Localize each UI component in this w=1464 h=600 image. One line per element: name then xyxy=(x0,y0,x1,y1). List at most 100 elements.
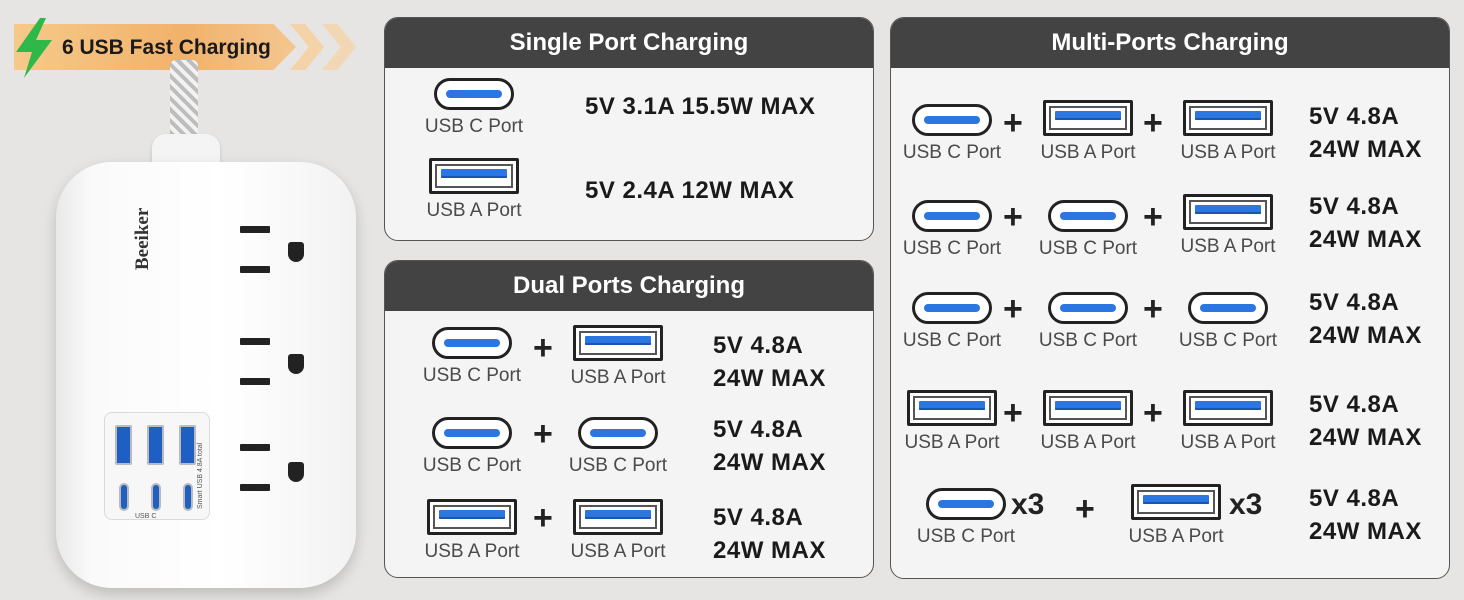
usb-a-port-icon xyxy=(147,425,164,465)
plus-icon: + xyxy=(1003,394,1023,432)
port-label: USB A Port xyxy=(1128,526,1224,547)
port-label: USB C Port xyxy=(1038,330,1138,351)
single-port-panel: Single Port Charging USB C Port 5V 3.1A … xyxy=(384,17,874,241)
spec-line: 24W MAX xyxy=(1309,322,1422,349)
usb-a-port-icon xyxy=(427,499,517,535)
spec-line: 24W MAX xyxy=(1309,424,1422,451)
port-label: USB A Port xyxy=(1040,432,1136,453)
ac-outlet xyxy=(236,220,346,290)
usb-c-port-icon xyxy=(432,417,512,449)
port-label: USB A Port xyxy=(1040,142,1136,163)
usb-a-port-icon xyxy=(907,390,997,426)
usb-a-port-icon xyxy=(179,425,196,465)
plus-icon: + xyxy=(1003,290,1023,328)
multi-ports-panel: Multi-Ports Charging USB C Port + USB A … xyxy=(890,17,1450,579)
spec-line: 24W MAX xyxy=(1309,518,1422,545)
spec-line: 5V 4.8A xyxy=(713,416,804,443)
spec-line: 5V 4.8A xyxy=(1309,289,1400,316)
port-item: USB A Port xyxy=(1033,390,1143,454)
usb-c-port-icon xyxy=(151,483,161,511)
usb-a-port-icon xyxy=(1183,390,1273,426)
plus-icon: + xyxy=(1075,490,1095,528)
port-item: USB A Port xyxy=(1173,100,1283,164)
plus-icon: + xyxy=(1143,198,1163,236)
usb-a-port-icon xyxy=(1183,100,1273,136)
port-item: USB C Port xyxy=(1033,200,1143,260)
plus-icon: + xyxy=(533,415,553,453)
usb-c-port-icon xyxy=(434,78,514,110)
port-item: USB A Port xyxy=(419,158,529,222)
port-item: USB C Port xyxy=(417,417,527,477)
port-label: USB C Port xyxy=(424,116,524,137)
banner-label: 6 USB Fast Charging xyxy=(62,36,271,59)
port-item: USB C Port xyxy=(417,327,527,387)
usb-a-port-icon xyxy=(1131,484,1221,520)
spec-line: 5V 4.8A xyxy=(713,332,804,359)
panel-title: Multi-Ports Charging xyxy=(891,18,1449,68)
usb-a-port-icon xyxy=(1043,100,1133,136)
port-label: USB C Port xyxy=(422,455,522,476)
port-label: USB C Port xyxy=(1178,330,1278,351)
spec-line: 5V 4.8A xyxy=(1309,391,1400,418)
plus-icon: + xyxy=(533,329,553,367)
usb-c-port-icon xyxy=(1048,292,1128,324)
usb-c-port-icon xyxy=(432,327,512,359)
port-label: USB C Port xyxy=(422,365,522,386)
port-item: USB A Port xyxy=(563,325,673,389)
port-item: USB A Port xyxy=(417,499,527,563)
port-label: USB A Port xyxy=(424,541,520,562)
usb-c-port-icon xyxy=(912,200,992,232)
dual-ports-panel: Dual Ports Charging USB C Port + USB A P… xyxy=(384,260,874,578)
port-label: USB C Port xyxy=(902,142,1002,163)
spec-text: 5V 4.8A 24W MAX xyxy=(1309,482,1422,548)
panel-title: Dual Ports Charging xyxy=(385,261,873,311)
ac-outlet xyxy=(236,440,346,510)
port-item: USB C Port xyxy=(563,417,673,477)
port-label: USB A Port xyxy=(904,432,1000,453)
port-label: USB C Port xyxy=(568,455,668,476)
spec-text: 5V 4.8A 24W MAX xyxy=(713,413,826,479)
spec-line: 24W MAX xyxy=(1309,226,1422,253)
usb-a-port-icon xyxy=(573,325,663,361)
spec-text: 5V 2.4A 12W MAX xyxy=(585,177,795,204)
usb-c-port-icon xyxy=(912,292,992,324)
spec-line: 24W MAX xyxy=(713,537,826,564)
usb-c-port-icon xyxy=(183,483,193,511)
port-item: USB A Port xyxy=(1121,484,1231,548)
port-item: USB A Port xyxy=(897,390,1007,454)
usb-a-port-icon xyxy=(429,158,519,194)
spec-line: 5V 4.8A xyxy=(1309,103,1400,130)
port-label: USB A Port xyxy=(426,200,522,221)
plus-icon: + xyxy=(1143,394,1163,432)
spec-text: 5V 4.8A 24W MAX xyxy=(1309,190,1422,256)
spec-line: 24W MAX xyxy=(713,449,826,476)
spec-line: 24W MAX xyxy=(1309,136,1422,163)
port-label: USB A Port xyxy=(1180,236,1276,257)
spec-text: 5V 4.8A 24W MAX xyxy=(1309,388,1422,454)
port-label: USB A Port xyxy=(1180,432,1276,453)
usb-port-panel: USB C Smart USB 4.8A total xyxy=(104,412,210,520)
port-label: USB C Port xyxy=(1038,238,1138,259)
port-item: USB C Port xyxy=(897,104,1007,164)
spec-text: 5V 4.8A 24W MAX xyxy=(713,329,826,395)
spec-line: 5V 4.8A xyxy=(1309,193,1400,220)
usb-side-text: Smart USB 4.8A total xyxy=(197,442,204,509)
port-item: USB C Port xyxy=(911,488,1021,548)
usb-c-port-icon xyxy=(912,104,992,136)
usb-a-port-icon xyxy=(115,425,132,465)
usb-a-port-icon xyxy=(1043,390,1133,426)
port-label: USB A Port xyxy=(570,541,666,562)
usb-c-port-icon xyxy=(1048,200,1128,232)
port-item: USB C Port xyxy=(1173,292,1283,352)
spec-text: 5V 3.1A 15.5W MAX xyxy=(585,93,816,120)
spec-line: 5V 4.8A xyxy=(1309,485,1400,512)
port-item: USB A Port xyxy=(1033,100,1143,164)
lightning-bolt-icon xyxy=(16,18,52,78)
usb-a-port-icon xyxy=(1183,194,1273,230)
usb-c-port-icon xyxy=(119,483,129,511)
usb-c-port-icon xyxy=(1188,292,1268,324)
port-item: USB C Port xyxy=(419,78,529,138)
banner-ribbon xyxy=(14,24,296,70)
port-item: USB A Port xyxy=(1173,194,1283,258)
plus-icon: + xyxy=(1003,198,1023,236)
